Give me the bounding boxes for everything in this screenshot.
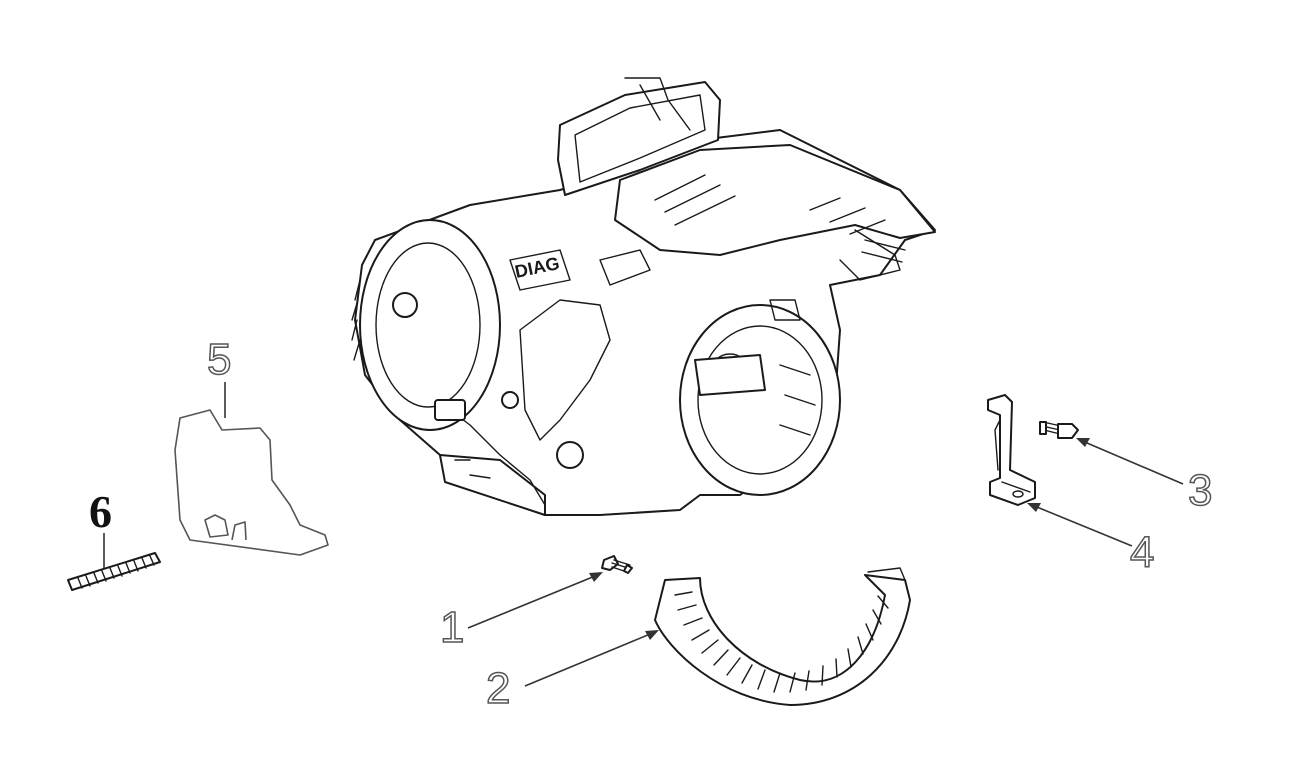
part-1-bolt xyxy=(601,555,633,574)
callout-1: 1 xyxy=(440,603,464,652)
part-4-bracket xyxy=(987,394,1036,506)
callout-4: 4 xyxy=(1130,528,1154,577)
arrowhead-1 xyxy=(589,572,603,582)
leader-3 xyxy=(1079,439,1184,485)
part-5-cover-plate xyxy=(174,409,329,556)
engine-assembly: DIAG xyxy=(351,77,936,516)
leader-4 xyxy=(1031,504,1133,547)
callout-5: 5 xyxy=(207,335,231,384)
part-6-stud xyxy=(67,552,161,591)
arrowhead-2 xyxy=(645,630,659,640)
part-3-bolt xyxy=(1039,421,1079,439)
leader-lines xyxy=(103,382,1184,687)
leader-2 xyxy=(524,631,656,687)
callout-2: 2 xyxy=(486,664,510,713)
arrowhead-3 xyxy=(1076,438,1090,447)
callout-3: 3 xyxy=(1188,466,1212,515)
callout-numbers: 1 2 3 4 5 6 xyxy=(89,334,1213,714)
callout-6: 6 xyxy=(89,486,112,537)
leader-1 xyxy=(467,573,601,629)
arrowhead-4 xyxy=(1027,503,1041,512)
part-2-shield-band xyxy=(654,567,911,706)
